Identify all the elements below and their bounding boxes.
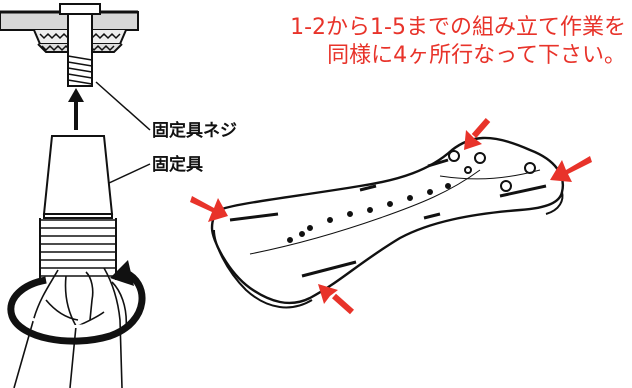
red-pointer-arrow-icon	[190, 118, 592, 316]
label-fixture-screw: 固定具ネジ	[152, 121, 237, 141]
instruction-text: 1-2から1-5までの組み立て作業を 同様に4ヶ所行なって下さい。	[246, 14, 626, 70]
mounting-plate-detail	[0, 3, 139, 87]
up-arrow-icon	[68, 88, 84, 130]
rotate-arrow-icon	[7, 260, 146, 345]
seat-board	[210, 136, 565, 309]
instruction-line-1: 1-2から1-5までの組み立て作業を	[290, 15, 626, 40]
fixture-tube	[39, 135, 117, 280]
label-fixture: 固定具	[152, 155, 203, 175]
instruction-line-2: 同様に4ヶ所行なって下さい。	[327, 43, 626, 68]
